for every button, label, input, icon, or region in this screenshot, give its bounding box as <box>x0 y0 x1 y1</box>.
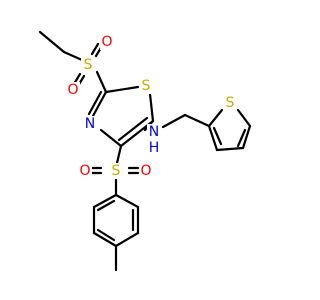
label-bg-n-ring <box>83 116 97 132</box>
bond-ethyl-ch2-s <box>62 50 84 62</box>
bond-s1-c5 <box>148 92 155 123</box>
label-bg-h <box>147 140 161 156</box>
bond-c2-n3 <box>91 90 108 118</box>
nitrogen-atom-thiazole: N <box>85 116 95 132</box>
bond-sulfonyl-to-c2 <box>95 70 108 94</box>
label-bg-nh <box>147 124 161 140</box>
oxygen-atom-tosyl-2: O <box>140 163 151 179</box>
bond-c4-s-tosyl <box>115 144 123 165</box>
bond-ethyl-ch3-ch2 <box>38 30 66 54</box>
hydrogen-atom-amine: H <box>149 140 160 156</box>
sulfur-atom-ethylsulfonyl: S <box>84 57 93 73</box>
bond-c5-c4-double <box>117 116 149 142</box>
molecule-canvas: O O S S N N H S S O O <box>38 30 252 272</box>
bond-c2-n3-double <box>87 90 103 116</box>
label-bg-o-ethyl-1 <box>100 34 114 50</box>
bond-aryl-1 <box>114 193 140 209</box>
bond-s-o-up-a <box>90 42 100 56</box>
oxygen-atom-ethyl-1: O <box>101 34 112 50</box>
label-bg-o-ethyl-2 <box>66 82 80 98</box>
nitrogen-atom-amine: N <box>149 124 159 140</box>
bond-thiophene-c4-c3 <box>215 146 245 152</box>
label-bg-s-thiophene <box>223 95 237 111</box>
label-bg-s-ring <box>139 78 153 94</box>
sulfur-atom-thiazole: S <box>142 78 151 94</box>
bond-aryl-4 <box>92 231 118 248</box>
bond-ch2-thiophene <box>183 113 211 128</box>
bond-thiophene-c2-s <box>207 108 224 128</box>
bond-aryl-6 <box>92 193 118 209</box>
label-bg-s-ethyl <box>81 57 95 73</box>
sulfur-atom-tosyl: S <box>112 163 121 179</box>
label-bg-o-tosyl-2 <box>139 163 153 179</box>
bond-nh-ch2 <box>161 113 187 129</box>
bond-c2-s1 <box>104 85 140 94</box>
bond-thiophene-c3-c2 <box>207 124 219 152</box>
bond-aryl-4-double <box>96 228 116 242</box>
bond-thiophene-c5-c4 <box>241 124 252 150</box>
sulfur-atom-thiophene: S <box>226 95 235 111</box>
label-bg-o-tosyl-1 <box>78 163 92 179</box>
molecule-structure: O O S S N N H S S O O <box>38 30 252 272</box>
bond-thiophene-s-c5 <box>236 108 252 128</box>
bond-thiophene-c5-c4-double <box>236 128 247 148</box>
label-bg-s-tosyl <box>109 163 123 179</box>
oxygen-atom-tosyl-1: O <box>79 163 90 179</box>
bond-thiophene-c3-c2-double <box>212 126 223 146</box>
bond-aryl-6-double <box>96 199 116 212</box>
bond-aryl-3 <box>114 231 140 248</box>
bond-c4-n3 <box>99 128 123 148</box>
oxygen-atom-ethyl-2: O <box>67 82 78 98</box>
